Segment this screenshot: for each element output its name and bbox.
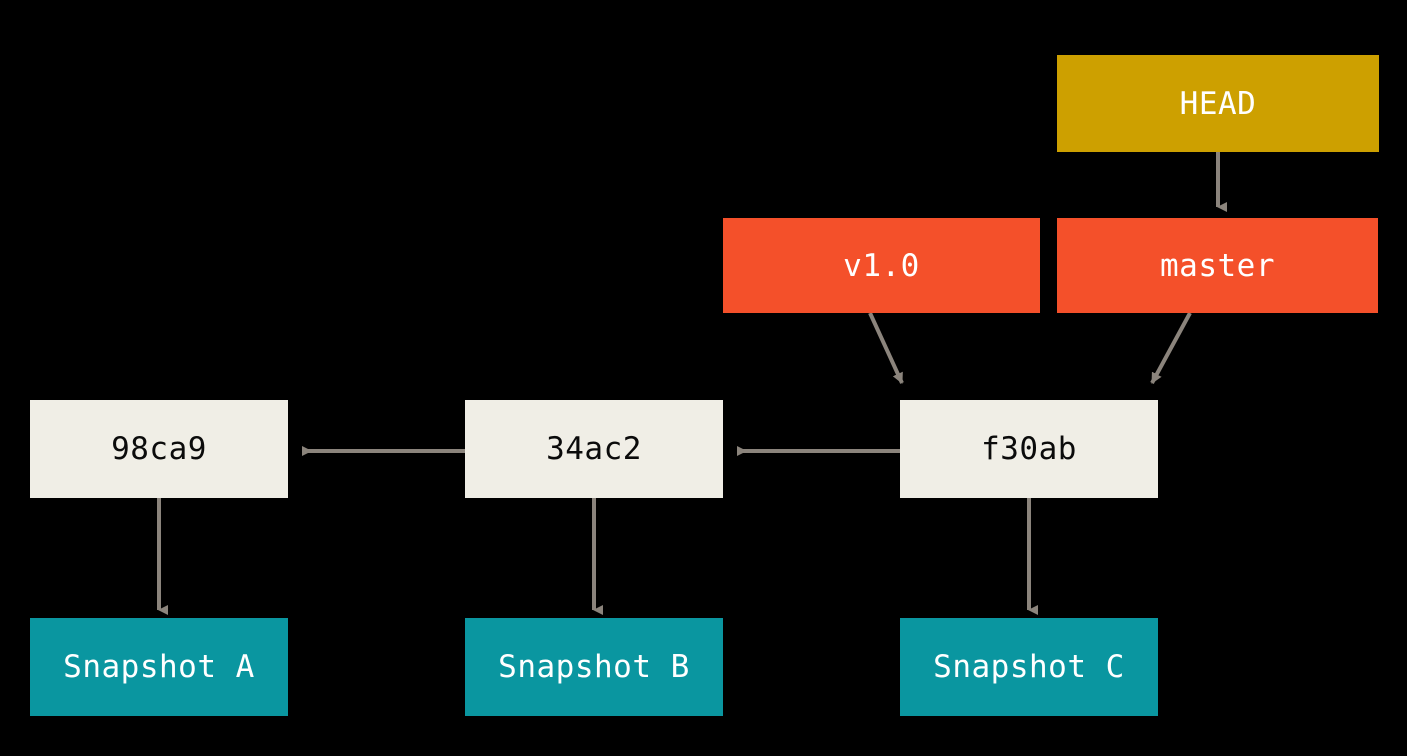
node-snapshot-a: Snapshot A — [30, 618, 288, 716]
node-commit-a-label: 98ca9 — [111, 431, 207, 467]
node-head-label: HEAD — [1179, 85, 1257, 122]
node-snapshot-c-label: Snapshot C — [933, 649, 1125, 685]
node-tag-v1-0: v1.0 — [723, 218, 1040, 313]
node-snapshot-c: Snapshot C — [900, 618, 1158, 716]
edge-tag-to-f30ab — [868, 312, 904, 384]
node-commit-c-label: f30ab — [981, 431, 1077, 467]
node-branch-master: master — [1057, 218, 1378, 313]
node-commit-b-label: 34ac2 — [546, 431, 642, 467]
node-head: HEAD — [1057, 55, 1379, 152]
node-tag-label: v1.0 — [843, 247, 920, 284]
node-snapshot-a-label: Snapshot A — [63, 649, 255, 685]
node-commit-98ca9: 98ca9 — [30, 400, 288, 498]
node-branch-label: master — [1160, 247, 1275, 284]
node-commit-34ac2: 34ac2 — [465, 400, 723, 498]
node-snapshot-b: Snapshot B — [465, 618, 723, 716]
edge-master-to-f30ab — [1150, 312, 1192, 384]
node-commit-f30ab: f30ab — [900, 400, 1158, 498]
node-snapshot-b-label: Snapshot B — [498, 649, 690, 685]
